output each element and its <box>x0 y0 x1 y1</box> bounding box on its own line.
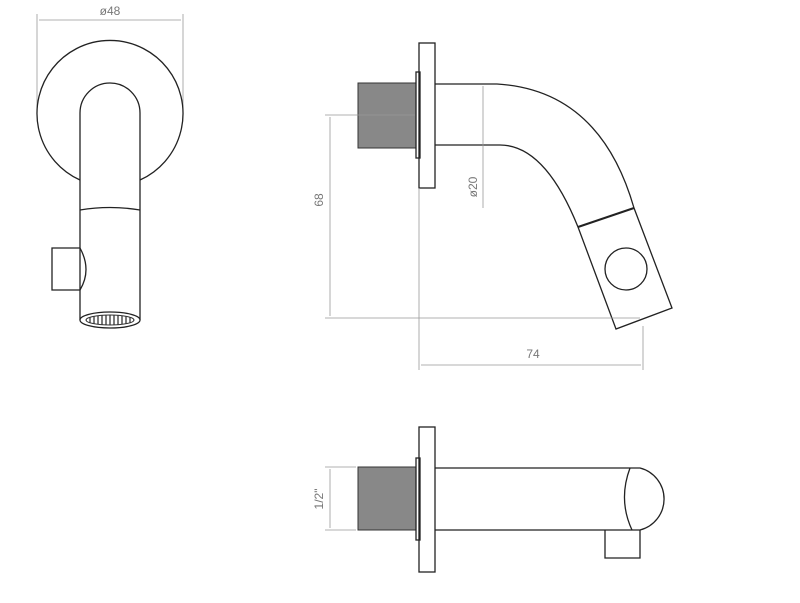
label-thread: 1/2" <box>312 489 326 510</box>
thread-connection <box>357 466 417 531</box>
curved-spout <box>435 83 673 330</box>
aerator-mesh <box>85 314 135 326</box>
straight-spout <box>435 467 665 531</box>
spout-body <box>79 82 141 320</box>
flange-top <box>418 426 436 573</box>
wall-flange <box>36 39 184 181</box>
lever-handle <box>604 530 641 559</box>
washer <box>415 71 421 159</box>
side-view: 68 ø20 74 <box>312 42 673 370</box>
lever-handle <box>51 247 87 291</box>
thread-connection <box>357 82 417 149</box>
top-view: 1/2" <box>312 426 665 573</box>
label-height: 68 <box>312 193 326 207</box>
flange-side <box>418 42 436 189</box>
band-line <box>79 206 141 211</box>
band-line <box>577 207 635 228</box>
label-flange-diameter: ø48 <box>100 4 121 18</box>
label-pipe-diameter: ø20 <box>466 176 480 197</box>
front-view: ø48 <box>36 4 184 329</box>
spout-end-curve <box>623 467 633 531</box>
washer <box>415 457 421 541</box>
label-projection: 74 <box>526 347 540 361</box>
lever-hub <box>604 247 648 291</box>
